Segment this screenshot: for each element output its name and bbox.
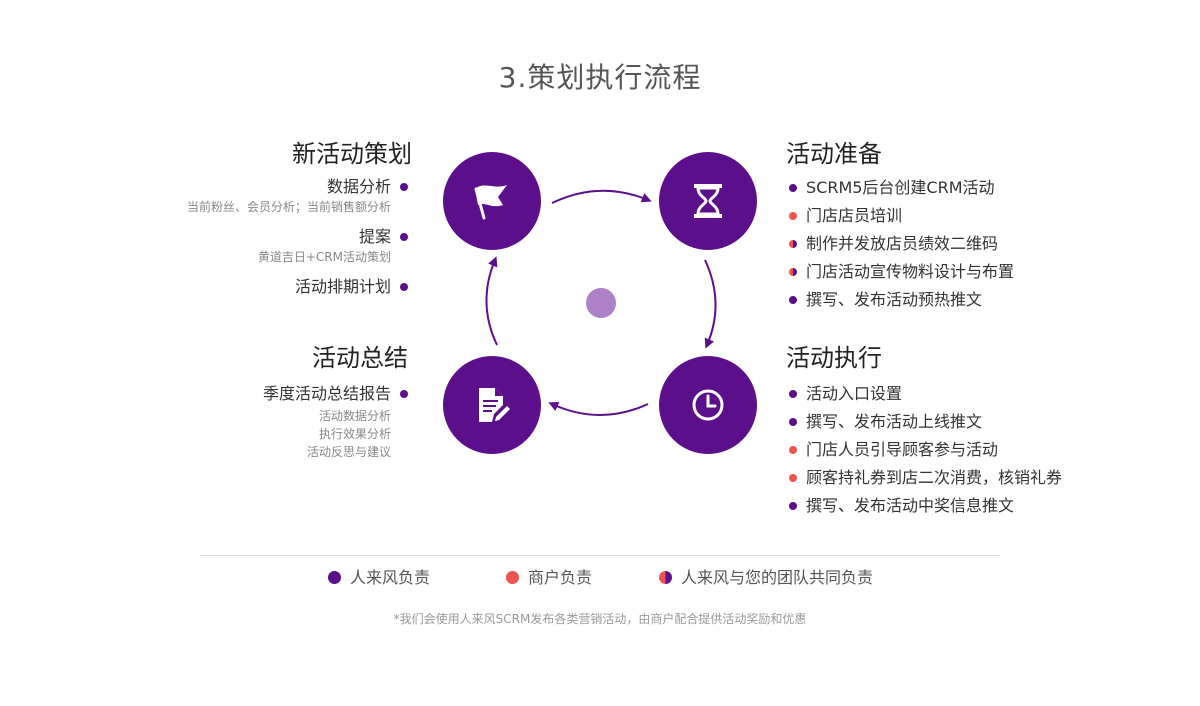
flag-icon <box>474 185 507 220</box>
purple-dot-icon <box>328 571 341 584</box>
list-item: 门店店员培训 <box>789 202 1014 230</box>
divider <box>200 555 1000 556</box>
arrow-plan-to-prepare <box>551 189 652 204</box>
summary-item-sub: 执行效果分析 <box>318 427 391 441</box>
legend-item-lailaifeng: 人来风负责 <box>328 566 430 590</box>
purple-dot-icon <box>400 390 408 398</box>
clock-icon <box>692 389 724 421</box>
plan-item-proposal: 提案 黄道吉日+CRM活动策划 <box>187 226 408 266</box>
summary-list: 季度活动总结报告 活动数据分析 执行效果分析 活动反思与建议 <box>263 383 408 461</box>
purple-dot-icon <box>789 296 797 304</box>
footnote: *我们会使用人来风SCRM发布各类营销活动，由商户配合提供活动奖励和优惠 <box>393 612 807 626</box>
list-item: 活动入口设置 <box>789 380 1062 408</box>
plan-item-data-analysis: 数据分析 当前粉丝、会员分析；当前销售额分析 <box>187 176 408 216</box>
arrow-summary-to-plan <box>485 256 498 346</box>
legend-item-merchant: 商户负责 <box>506 566 592 590</box>
list-item: 门店活动宣传物料设计与布置 <box>789 258 1014 286</box>
half-dot-icon <box>789 240 797 248</box>
center-dot <box>586 288 616 318</box>
legend-item-shared: 人来风与您的团队共同负责 <box>659 566 873 590</box>
summary-item-report: 季度活动总结报告 活动数据分析 执行效果分析 活动反思与建议 <box>263 383 408 461</box>
red-dot-icon <box>789 212 797 220</box>
plan-list: 数据分析 当前粉丝、会员分析；当前销售额分析 提案 黄道吉日+CRM活动策划 活… <box>187 176 408 298</box>
page-title: 3.策划执行流程 <box>498 61 702 94</box>
purple-dot-icon <box>789 184 797 192</box>
red-dot-icon <box>506 571 519 584</box>
hourglass-icon <box>694 184 722 218</box>
list-item: 撰写、发布活动上线推文 <box>789 408 1062 436</box>
section-title-execute: 活动执行 <box>786 344 882 372</box>
list-item: 顾客持礼券到店二次消费，核销礼券 <box>789 464 1062 492</box>
plan-item-sub: 黄道吉日+CRM活动策划 <box>257 250 391 264</box>
plan-item-schedule: 活动排期计划 <box>187 276 408 298</box>
arrow-prepare-to-execute <box>704 259 717 349</box>
plan-item-label: 活动排期计划 <box>294 277 391 296</box>
execute-list: 活动入口设置 撰写、发布活动上线推文 门店人员引导顾客参与活动 顾客持礼券到店二… <box>789 380 1062 520</box>
purple-dot-icon <box>789 502 797 510</box>
prepare-circle <box>659 152 757 250</box>
prepare-list: SCRM5后台创建CRM活动 门店店员培训 制作并发放店员绩效二维码 门店活动宣… <box>789 174 1014 314</box>
purple-dot-icon <box>789 390 797 398</box>
list-item: 撰写、发布活动预热推文 <box>789 286 1014 314</box>
plan-item-label: 数据分析 <box>326 177 391 196</box>
summary-item-sub: 活动数据分析 <box>318 409 391 423</box>
list-item: 门店人员引导顾客参与活动 <box>789 436 1062 464</box>
list-item: SCRM5后台创建CRM活动 <box>789 174 1014 202</box>
plan-item-label: 提案 <box>358 227 391 246</box>
purple-dot-icon <box>400 183 408 191</box>
half-dot-icon <box>659 571 672 584</box>
section-title-summary: 活动总结 <box>312 344 408 372</box>
half-dot-icon <box>789 268 797 276</box>
purple-dot-icon <box>400 233 408 241</box>
purple-dot-icon <box>400 283 408 291</box>
summary-item-label: 季度活动总结报告 <box>262 384 391 403</box>
plan-circle <box>443 152 541 250</box>
arrow-execute-to-summary <box>548 401 649 416</box>
document-edit-icon <box>479 388 510 422</box>
execute-circle <box>659 356 757 454</box>
section-title-prepare: 活动准备 <box>786 140 882 168</box>
summary-circle <box>443 356 541 454</box>
summary-item-sub: 活动反思与建议 <box>306 445 391 459</box>
plan-item-sub: 当前粉丝、会员分析；当前销售额分析 <box>186 200 391 214</box>
red-dot-icon <box>789 474 797 482</box>
section-title-plan: 新活动策划 <box>292 140 412 168</box>
list-item: 撰写、发布活动中奖信息推文 <box>789 492 1062 520</box>
red-dot-icon <box>789 446 797 454</box>
purple-dot-icon <box>789 418 797 426</box>
list-item: 制作并发放店员绩效二维码 <box>789 230 1014 258</box>
